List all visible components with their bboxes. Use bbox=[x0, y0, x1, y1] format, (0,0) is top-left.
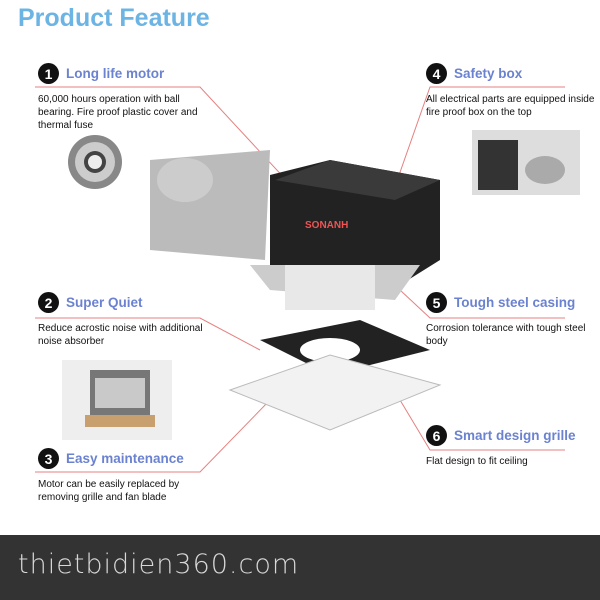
feature-safety-box: 4 Safety box All electrical parts are equ… bbox=[426, 63, 600, 119]
feature-easy-maintenance: 3 Easy maintenance Motor can be easily re… bbox=[38, 448, 213, 504]
footer-site-name: thietbidien360.com bbox=[18, 549, 300, 580]
feature-title: Super Quiet bbox=[66, 295, 143, 310]
feature-long-life-motor: 1 Long life motor 60,000 hours operation … bbox=[38, 63, 213, 132]
feature-title: Tough steel casing bbox=[454, 295, 576, 310]
number-badge: 2 bbox=[38, 292, 59, 313]
feature-smart-design-grille: 6 Smart design grille Flat design to fit … bbox=[426, 425, 600, 468]
number-badge: 3 bbox=[38, 448, 59, 469]
feature-desc: Corrosion tolerance with tough steel bod… bbox=[426, 323, 586, 347]
feature-title: Smart design grille bbox=[454, 428, 576, 443]
feature-super-quiet: 2 Super Quiet Reduce acrostic noise with … bbox=[38, 292, 213, 348]
number-badge: 4 bbox=[426, 63, 447, 84]
number-badge: 5 bbox=[426, 292, 447, 313]
feature-desc: 60,000 hours operation with ball bearing… bbox=[38, 94, 198, 131]
feature-tough-steel-casing: 5 Tough steel casing Corrosion tolerance … bbox=[426, 292, 600, 348]
feature-title: Long life motor bbox=[66, 66, 165, 81]
page-title: Product Feature bbox=[18, 4, 210, 32]
number-badge: 6 bbox=[426, 425, 447, 446]
safety-box-image bbox=[472, 130, 580, 195]
feature-title: Safety box bbox=[454, 66, 523, 81]
feature-desc: Flat design to fit ceiling bbox=[426, 456, 528, 467]
feature-desc: Reduce acrostic noise with additional no… bbox=[38, 323, 203, 347]
feature-desc: All electrical parts are equipped inside… bbox=[426, 94, 595, 118]
motor-image bbox=[62, 360, 172, 440]
bearing-image bbox=[68, 135, 122, 189]
number-badge: 1 bbox=[38, 63, 59, 84]
watermark-logo: SONANH bbox=[305, 220, 348, 231]
feature-desc: Motor can be easily replaced by removing… bbox=[38, 479, 180, 503]
feature-title: Easy maintenance bbox=[66, 451, 184, 466]
ventilation-fan-image bbox=[150, 150, 442, 431]
footer-bar: thietbidien360.com bbox=[0, 535, 600, 600]
product-illustration: SONANH bbox=[35, 86, 580, 473]
